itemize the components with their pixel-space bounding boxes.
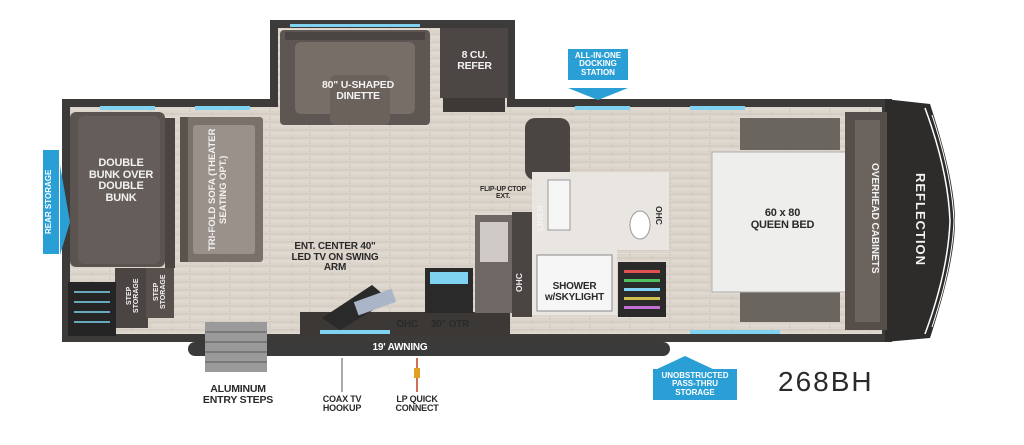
entry-steps [205,322,267,372]
docking-station-callout: ALL-IN-ONE DOCKING STATION [568,49,628,81]
dinette-label: 80" U-SHAPED DINETTE [321,79,394,103]
entry-steps-label: ALUMINUM ENTRY STEPS [202,383,274,407]
bunks-label: DOUBLE BUNK OVER DOUBLE BUNK [88,157,154,204]
model-number: 268BH [778,366,874,397]
ohc-kitchen-label: OHC [514,273,524,293]
coax-label: COAX TV HOOKUP [322,394,362,414]
shower-label: SHOWER w/SKYLIGHT [544,281,605,303]
refrigerator [440,28,508,112]
brand-label: REFLECTION [913,173,928,267]
overhead-cabinets-label: OVERHEAD CABINETS [869,162,880,274]
ent-center-label: ENT. CENTER 40" LED TV ON SWING ARM [291,241,379,273]
bathroom [532,172,669,317]
bed-label: 60 x 80 QUEEN BED [750,207,815,231]
bedroom [711,112,887,330]
ohc-bath-label: OHC [654,205,664,225]
refer-label: 8 CU. REFER [457,49,492,73]
linen-label: LINEN [535,205,545,231]
sofa-label: TRI-FOLD SOFA (THEATER SEATING OPT.) [207,128,229,252]
dinette [280,30,430,125]
step-storage-label-1: STEP STORAGE [126,278,140,314]
bunk-area [70,112,175,268]
step-storage-label-2: STEP STORAGE [153,274,167,310]
ohc-label: OHC [396,319,418,330]
rear-storage-callout: REAR STORAGE [43,150,59,254]
step-storage [68,268,174,336]
awning [188,342,670,356]
awning-label: 19' AWNING [372,342,428,353]
pass-thru-callout: UNOBSTRUCTED PASS-THRU STORAGE [653,369,737,401]
sofa [180,117,263,262]
lp-label: LP QUICK CONNECT [395,394,439,414]
flipup-label: FLIP-UP CTOP EXT. [480,186,526,201]
otr-label: 30" OTR [430,319,470,330]
